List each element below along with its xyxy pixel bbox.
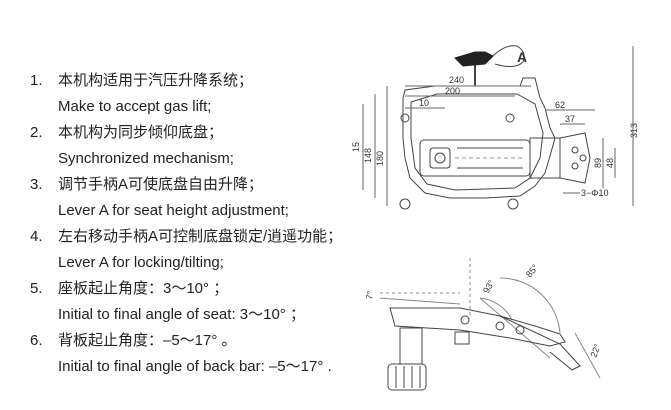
dim-240-label: 240 — [449, 75, 464, 85]
back-bar-line — [479, 297, 551, 359]
gas-lift-mount — [429, 147, 451, 169]
gas-lift-hole — [434, 152, 446, 164]
top-view-drawing: A 240 200 10 62 37 313 180 148 15 48 89 … — [351, 45, 639, 210]
spec-text-en: Initial to final angle of seat: 3～10° ； — [58, 306, 305, 323]
right-arm — [559, 132, 591, 184]
arm-hole-2 — [571, 162, 579, 170]
lever-curve — [492, 45, 525, 68]
dim-180-label: 180 — [375, 151, 385, 166]
spec-number: 5. — [30, 280, 43, 297]
arm-hole-3 — [579, 154, 587, 162]
side-view-drawing: 93° 85° 7° 22° — [364, 258, 603, 391]
dim-10-label: 10 — [419, 98, 429, 108]
dim-148-label: 148 — [363, 148, 373, 163]
pivot-3 — [515, 325, 525, 335]
gas-lift-neck — [399, 327, 423, 365]
spec-text-cn: 本机构为同步倾仰底盘； — [58, 124, 224, 141]
hole-left-bottom — [399, 198, 411, 210]
hole-right-bottom — [507, 198, 519, 210]
angle-93-label: 93° — [481, 278, 497, 295]
dim-200-label: 200 — [445, 86, 460, 96]
hole-spec-label: 3−Φ10 — [581, 188, 608, 198]
dim-62-label: 62 — [555, 100, 565, 110]
spec-text-en: Lever A for seat height adjustment; — [58, 202, 289, 219]
hole-right-top — [505, 113, 515, 123]
angle-7-label: 7° — [364, 290, 375, 301]
mechanism-body — [389, 307, 566, 347]
spec-text-en: Synchronized mechanism; — [58, 150, 234, 167]
spec-item: 6. 背板起止角度：–5～17° 。 Initial to final angle … — [26, 328, 366, 380]
dim-48-label: 48 — [605, 158, 615, 168]
angle-arc-93 — [479, 297, 513, 321]
spec-text-cn: 调节手柄A可使底盘自由升降； — [58, 176, 264, 193]
spec-text-en: Make to accept gas lift; — [58, 98, 212, 115]
hole-left-top — [400, 113, 410, 123]
lever-handle-icon — [454, 51, 494, 67]
back-bar-22 — [574, 332, 601, 379]
pivot-1 — [460, 315, 470, 325]
seat-line-7 — [379, 297, 461, 305]
angle-22-label: 22° — [588, 342, 602, 359]
spec-text-en: Initial to final angle of back bar: –5～1… — [58, 358, 332, 375]
spec-number: 3. — [30, 176, 43, 193]
spec-list: 1. 本机构适用于汽压升降系统； Make to accept gas lift; 2… — [26, 68, 366, 380]
dim-37-label: 37 — [565, 114, 575, 124]
back-bracket — [499, 315, 581, 371]
angle-85-label: 85° — [524, 262, 541, 279]
spec-item: 4. 左右移动手柄A可控制底盘锁定/逍遥功能； Lever A for lockin… — [26, 224, 366, 276]
dim-15-label: 15 — [351, 142, 361, 152]
spec-text-cn: 座板起止角度：3～10° ； — [58, 280, 229, 297]
spec-item: 1. 本机构适用于汽压升降系统； Make to accept gas lift; — [26, 68, 366, 120]
spec-number: 1. — [30, 72, 43, 89]
dim-89-label: 89 — [593, 158, 603, 168]
angle-arc-85 — [499, 277, 561, 334]
spec-item: 2. 本机构为同步倾仰底盘； Synchronized mechanism; — [26, 120, 366, 172]
spec-number: 6. — [30, 332, 43, 349]
spec-text-cn: 背板起止角度：–5～17° 。 — [58, 332, 237, 349]
mount-block — [454, 331, 470, 345]
spec-number: 2. — [30, 124, 43, 141]
chassis-outline — [402, 77, 556, 199]
spec-text-cn: 左右移动手柄A可控制底盘锁定/逍遥功能； — [58, 228, 343, 245]
spec-item: 3. 调节手柄A可使底盘自由升降； Lever A for seat height … — [26, 172, 366, 224]
spec-item: 5. 座板起止角度：3～10° ； Initial to final angle o… — [26, 276, 366, 328]
pivot-2 — [495, 321, 505, 331]
lever-label: A — [517, 49, 527, 65]
spec-text-cn: 本机构适用于汽压升降系统； — [58, 72, 254, 89]
arm-hole-1 — [571, 146, 579, 154]
spec-text-en: Lever A for locking/tilting; — [58, 254, 224, 271]
gas-lift-knob-icon — [387, 363, 427, 391]
dim-313-label: 313 — [629, 123, 639, 138]
spec-number: 4. — [30, 228, 43, 245]
